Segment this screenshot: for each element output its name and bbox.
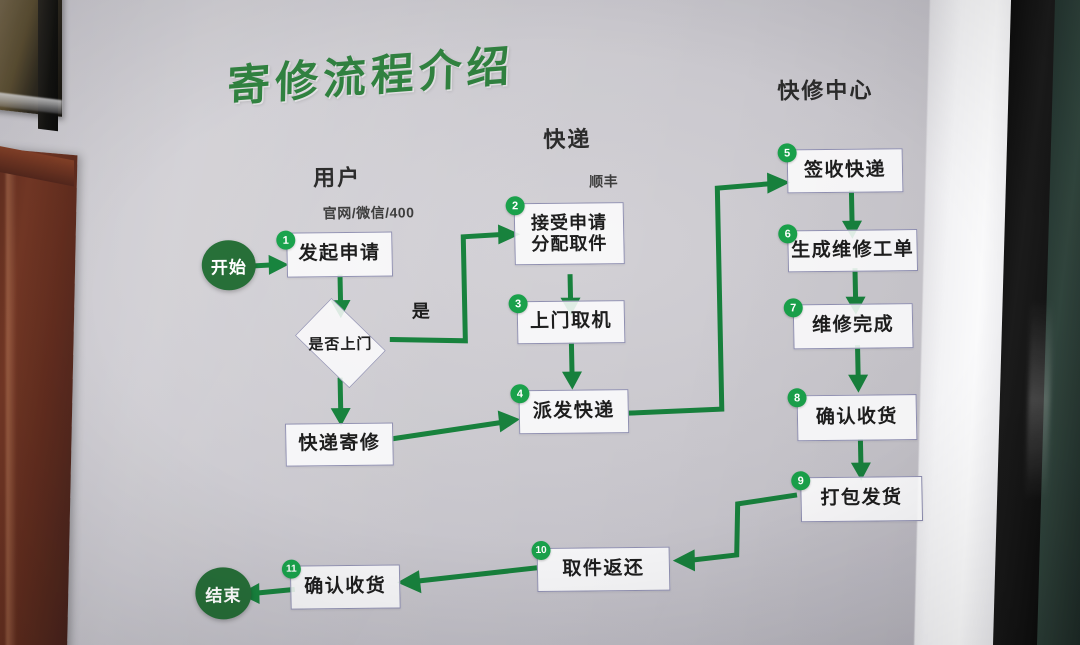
edge-decision-yes-to-2: [389, 231, 506, 344]
edge-4-to-5: [628, 180, 775, 416]
arrowhead-7-to-8: [848, 374, 869, 393]
edge-10-to-11: [412, 565, 538, 585]
edge-5-to-6: [848, 190, 855, 226]
edge-11-to-end: [254, 586, 296, 596]
arrowhead-9-to-10: [672, 549, 696, 572]
arrowhead-10-to-11: [397, 570, 422, 594]
arrowhead-8-to-9: [850, 462, 871, 481]
edge-express-to-4: [391, 419, 505, 442]
arrowhead-decision-no-to-express: [330, 407, 351, 427]
arrowhead-3-to-4: [561, 371, 582, 390]
arrowhead-express-to-4: [497, 410, 520, 433]
edge-decision-no-to-express: [337, 377, 344, 413]
arrowhead-4-to-5: [767, 172, 791, 194]
edge-9-to-10: [686, 492, 798, 564]
edge-3-to-4: [568, 342, 575, 377]
arrowhead-start-to-1: [268, 254, 289, 275]
edge-7-to-8: [855, 345, 861, 380]
edge-6-to-7: [852, 268, 859, 302]
edge-1-to-decision: [337, 274, 344, 305]
arrowhead-decision-yes-to-2: [498, 224, 521, 245]
